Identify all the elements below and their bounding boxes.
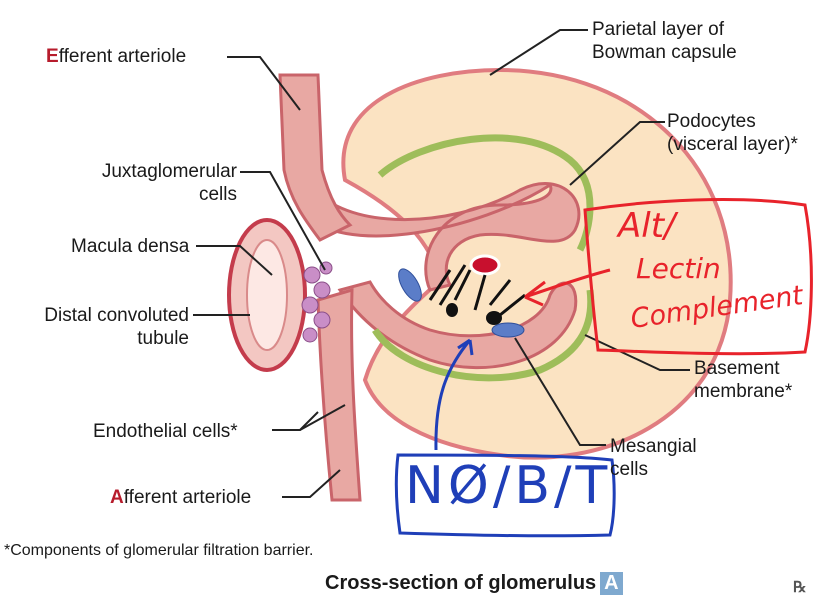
efferent-arteriole [278, 73, 353, 242]
scribble-blob [446, 303, 458, 317]
podocyte-layer-lower [372, 289, 595, 382]
rx-icon: ℞ [793, 579, 807, 596]
podocyte-layer-upper [377, 134, 594, 252]
distal-tubule-lumen [246, 239, 288, 351]
caption-badge: A [600, 572, 623, 595]
leader-lines [193, 29, 690, 498]
footnote: *Components of glomerular filtration bar… [4, 542, 314, 559]
afferent-arteriole [316, 287, 362, 502]
scribble-blob [486, 311, 502, 325]
red-annotation-line-2: Lectin [636, 252, 721, 285]
scribble-black [428, 264, 526, 317]
macula-densa-label: Macula densa [71, 236, 190, 257]
mesangial-cell [491, 322, 525, 338]
blue-arrow [434, 338, 474, 451]
red-arrow [524, 268, 611, 307]
podocytes-label: Podocytes(visceral layer)* [667, 111, 798, 155]
red-annotation-box [583, 198, 813, 356]
mesangial-cell [398, 268, 422, 302]
red-annotation-line-1: Alt/ [618, 206, 676, 246]
endothelial-cells-label: Endothelial cells* [93, 421, 238, 442]
efferent-arteriole-label: Efferent arteriole [46, 46, 187, 67]
capillary-loop-lower [337, 280, 578, 370]
afferent-arteriole-label: Afferent arteriole [110, 487, 252, 508]
capillary-lumen [469, 254, 501, 276]
capillary-loop-upper [298, 169, 581, 292]
blue-annotation-text: NØ/B/T [405, 456, 612, 516]
blue-annotation-box [394, 453, 616, 538]
